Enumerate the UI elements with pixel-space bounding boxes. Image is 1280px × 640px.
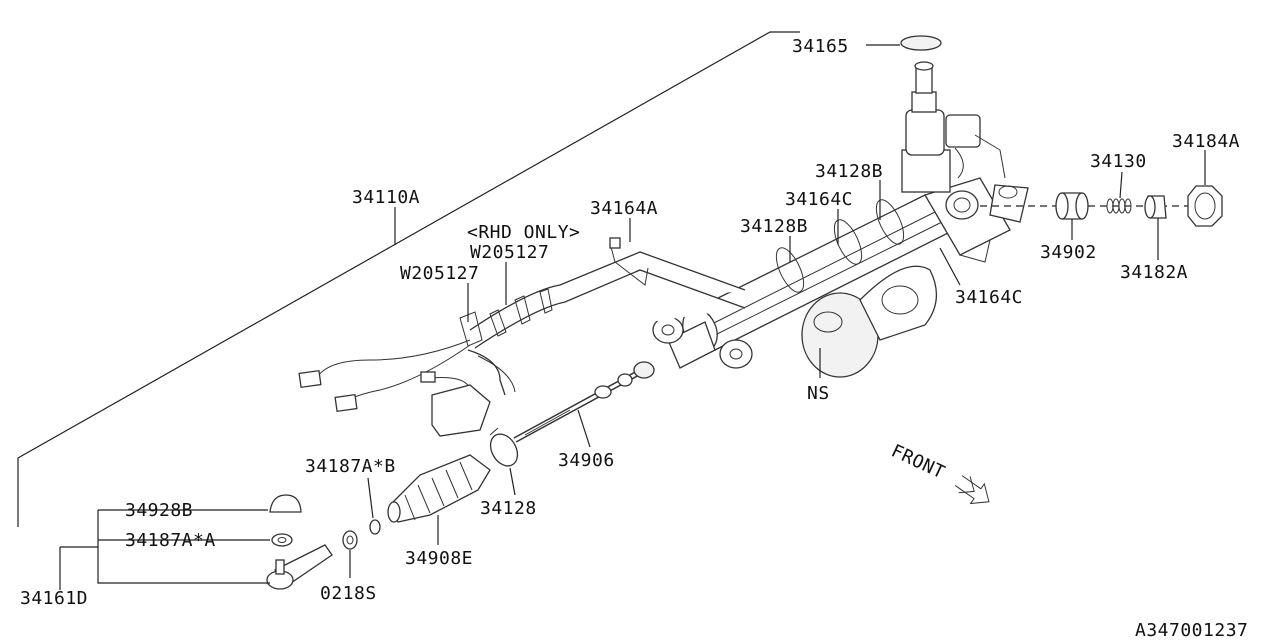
label-34906: 34906 (558, 450, 615, 471)
bushing-34902 (1055, 192, 1089, 220)
label-34182A: 34182A (1120, 262, 1188, 283)
cap-34165 (900, 35, 942, 51)
label-0218S: 0218S (320, 583, 377, 604)
spring-34130 (1106, 198, 1132, 214)
label-34128B-top: 34128B (815, 161, 883, 182)
wiring-harness (298, 237, 746, 437)
washer-34187A-A (271, 533, 293, 547)
leader-34130 (1119, 171, 1123, 199)
label-rhd-only: <RHD ONLY> (467, 222, 580, 243)
rack-housing (652, 177, 1029, 378)
label-34128B-mid: 34128B (740, 216, 808, 237)
plug-34182A (1144, 195, 1167, 219)
label-34110A: 34110A (352, 187, 420, 208)
label-34184A: 34184A (1172, 131, 1240, 152)
label-w205127-b: W205127 (470, 242, 549, 263)
leader-34187A-B (367, 477, 374, 519)
ring-34187A-B (369, 519, 381, 535)
inner-tie-rod-34906 (513, 361, 655, 443)
double-chevron-arrow-icon (954, 475, 990, 505)
leader-34164C-bottom (939, 247, 961, 286)
label-34187A-A: 34187A*A (125, 530, 216, 551)
label-34161D: 34161D (20, 588, 88, 609)
boot-clip-34128 (489, 433, 519, 467)
label-34164C-bottom: 34164C (955, 287, 1023, 308)
label-front: FRONT (888, 440, 948, 483)
dust-seal-34928B (269, 494, 302, 513)
nut-0218S (342, 530, 358, 550)
label-34164C-top: 34164C (785, 189, 853, 210)
lock-nut-34184A (1187, 185, 1223, 227)
steering-boot-34908E (387, 454, 491, 523)
label-34187A-B: 34187A*B (305, 456, 396, 477)
label-34928B: 34928B (125, 500, 193, 521)
label-ns: NS (807, 383, 830, 404)
label-34908E: 34908E (405, 548, 473, 569)
leader-34128 (509, 467, 516, 496)
assembly-bracket-line (17, 31, 800, 527)
leader-34906 (577, 409, 591, 448)
label-34128: 34128 (480, 498, 537, 519)
tie-rod-end-34161D (266, 544, 333, 590)
label-w205127-a: W205127 (400, 263, 479, 284)
label-34902: 34902 (1040, 242, 1097, 263)
label-34165: 34165 (792, 36, 849, 57)
pinion-valve-housing (901, 61, 1006, 193)
diagram-id: A347001237 (1135, 620, 1248, 640)
label-34164A: 34164A (590, 198, 658, 219)
label-34130: 34130 (1090, 151, 1147, 172)
